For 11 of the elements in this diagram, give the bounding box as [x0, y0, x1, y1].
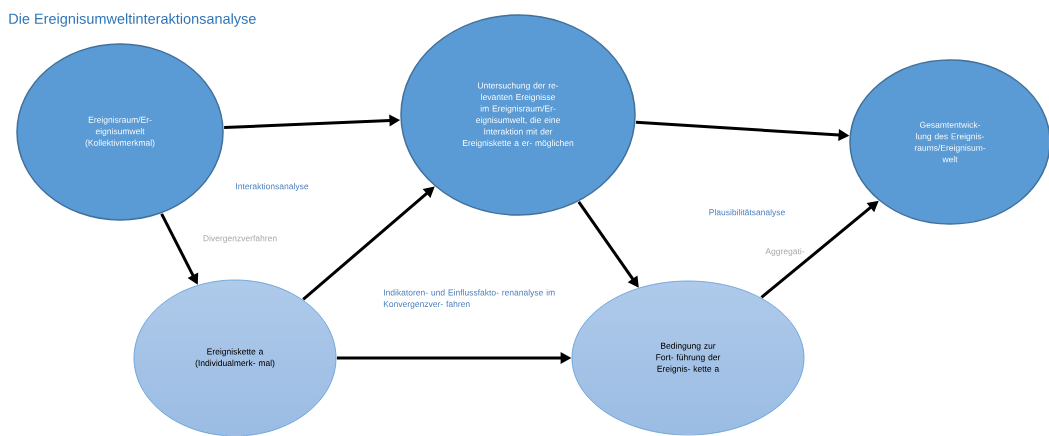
ellipse-node: Untersuchung der re- levanten Ereignisse im Ereignisraum/Er- eignisumwelt, die eine Interaktion mit der Ereigniskette a er- möglichen — [400, 14, 636, 216]
ellipse-node: Ereigniskette a (Individualmerk- mal) — [133, 279, 337, 436]
ellipse-node: Ereignisraum/Er- eignisumwelt (Kollektivmerkmal) — [16, 43, 224, 221]
annotation-text: Plausibilitätsanalyse — [709, 209, 785, 217]
ellipse-node: Gesamtentwick- lung des Ereignis- raums/Ereignisum- welt — [849, 59, 1049, 225]
title: Die Ereignisumweltinteraktionsanalyse — [9, 13, 256, 27]
annotation-text: Aggregati- — [765, 248, 805, 256]
annotation-text: Divergenzverfahren — [203, 235, 277, 243]
annotation-text: Interaktionsanalyse — [236, 183, 309, 191]
annotation-text: Indikatoren- und Einflussfakto- renanalyse im Konvergenzver- fahren — [383, 289, 555, 309]
ellipse-node: Bedingung zur Fort- führung der Ereignis- kette a — [571, 280, 805, 436]
